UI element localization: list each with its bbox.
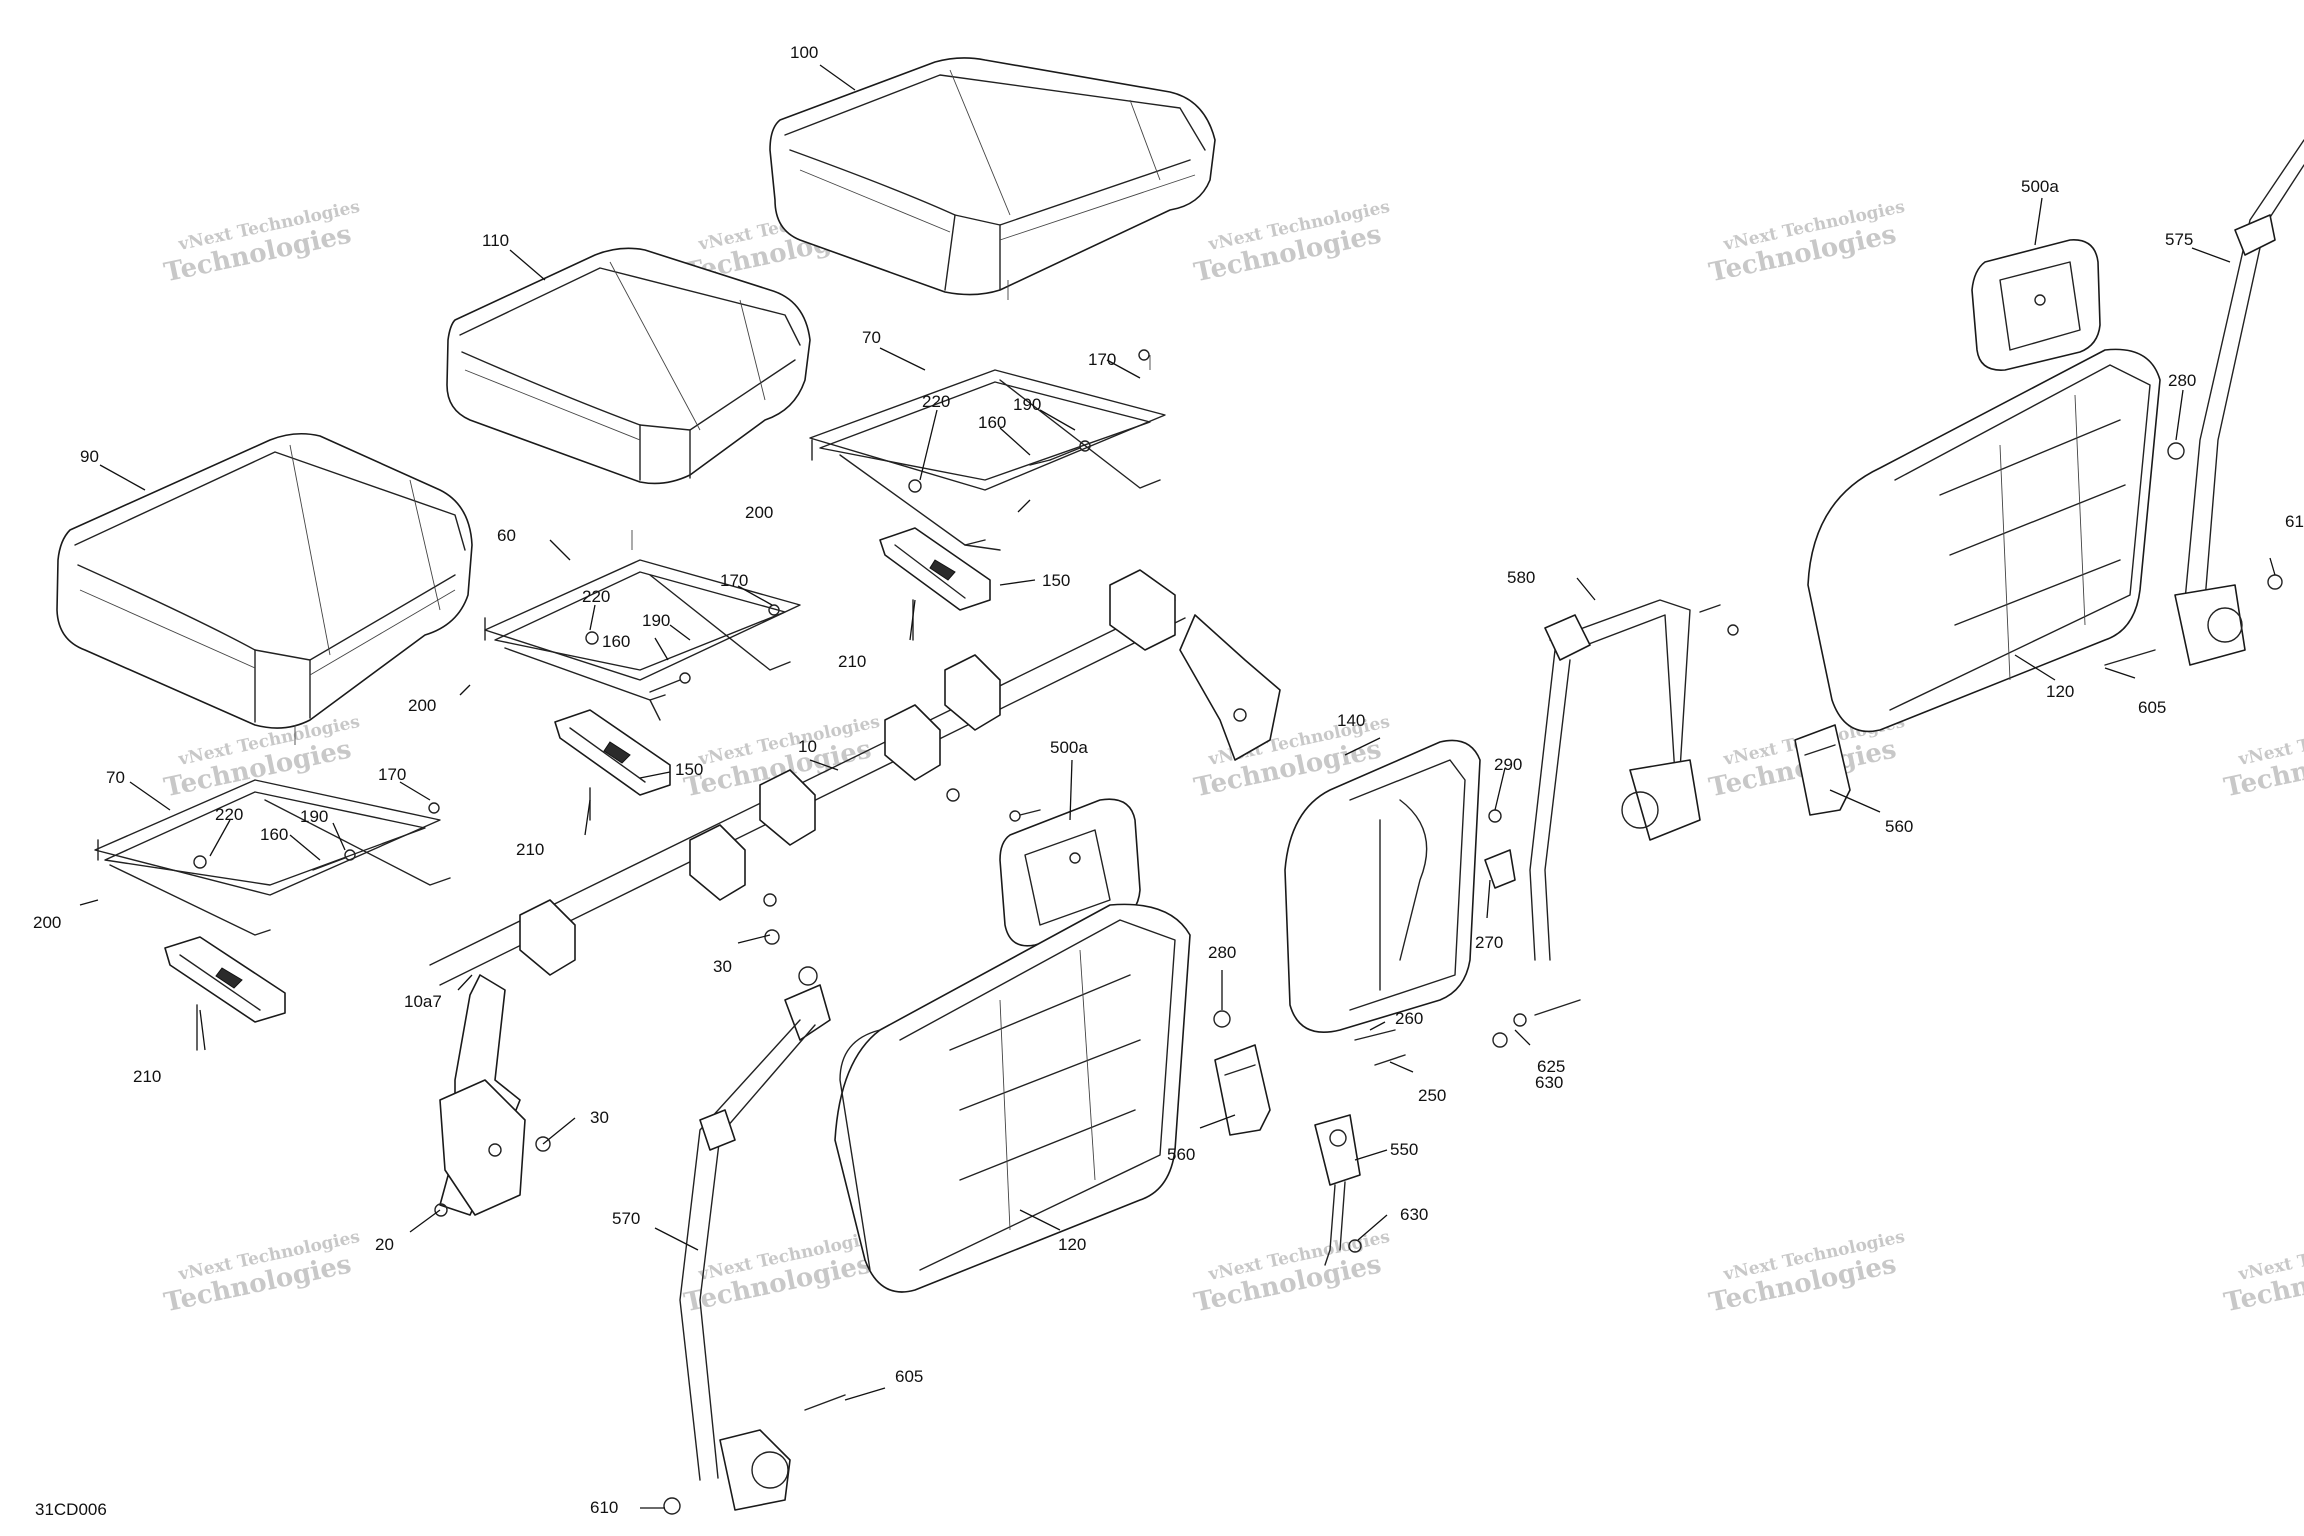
callout-170: 170	[1088, 350, 1116, 369]
callout-160: 160	[602, 632, 630, 651]
callout-630: 630	[1400, 1205, 1428, 1224]
callout-10a7: 10a7	[404, 992, 442, 1011]
callout-60: 60	[497, 526, 516, 545]
drawing-number: 31CD006	[35, 1500, 107, 1519]
callout-150: 150	[1042, 571, 1070, 590]
callout-250: 250	[1418, 1086, 1446, 1105]
callout-30: 30	[713, 957, 732, 976]
callout-200: 200	[33, 913, 61, 932]
callout-280: 280	[2168, 371, 2196, 390]
callout-170: 170	[720, 571, 748, 590]
callout-270: 270	[1475, 933, 1503, 952]
seat-back-120-center	[834, 903, 1191, 1293]
callout-220: 220	[582, 587, 610, 606]
seat-frame-60-middle	[484, 530, 801, 721]
callout-605: 605	[2138, 698, 2166, 717]
callout-70: 70	[106, 768, 125, 787]
callout-210: 210	[838, 652, 866, 671]
seat-slide-150-top	[879, 527, 991, 611]
callout-120: 120	[1058, 1235, 1086, 1254]
seat-slide-150-left	[164, 936, 286, 1023]
leader-lines	[79, 64, 2276, 1509]
trim-cover-560-center	[1214, 1044, 1271, 1136]
callout-550: 550	[1390, 1140, 1418, 1159]
callout-500a: 500a	[1050, 738, 1088, 757]
seat-belt-575	[2174, 139, 2304, 666]
seat-frame-70-top	[809, 280, 1166, 551]
callout-290: 290	[1494, 755, 1522, 774]
callout-200: 200	[408, 696, 436, 715]
callout-100: 100	[790, 43, 818, 62]
seat-belt-570	[679, 984, 831, 1511]
seat-frame-70-left	[94, 725, 451, 936]
misc-hardware	[663, 442, 2283, 1515]
callout-580: 580	[1507, 568, 1535, 587]
callout-625: 625	[1537, 1057, 1565, 1076]
callout-200: 200	[745, 503, 773, 522]
callout-605: 605	[895, 1367, 923, 1386]
callout-61: 61	[2285, 512, 2304, 531]
callout-575: 575	[2165, 230, 2193, 249]
seat-belt-580	[1529, 599, 1701, 961]
callout-190: 190	[642, 611, 670, 630]
callout-560: 560	[1167, 1145, 1195, 1164]
callout-500a: 500a	[2021, 177, 2059, 196]
callout-20: 20	[375, 1235, 394, 1254]
callout-160: 160	[978, 413, 1006, 432]
callout-210: 210	[133, 1067, 161, 1086]
callout-30: 30	[590, 1108, 609, 1127]
callout-190: 190	[300, 807, 328, 826]
callout-610: 610	[590, 1498, 618, 1517]
callout-120: 120	[2046, 682, 2074, 701]
callout-170: 170	[378, 765, 406, 784]
seat-slide-150-middle	[554, 709, 671, 796]
callout-labels: 100 110 90 70 60 70 170 170 170 220 220 …	[33, 43, 2304, 1517]
callout-220: 220	[922, 392, 950, 411]
callout-160: 160	[260, 825, 288, 844]
callout-630: 630	[1535, 1073, 1563, 1092]
callout-110: 110	[482, 231, 509, 250]
callout-190: 190	[1013, 395, 1041, 414]
callout-220: 220	[215, 805, 243, 824]
callout-210: 210	[516, 840, 544, 859]
callout-560: 560	[1885, 817, 1913, 836]
seat-cushion-100	[769, 57, 1216, 296]
seat-cushion-90	[56, 432, 473, 729]
callout-10: 10	[798, 737, 817, 756]
cross-tube-10	[429, 569, 1281, 1216]
callout-90: 90	[80, 447, 99, 466]
seat-back-120-right	[1807, 348, 2161, 733]
callout-150: 150	[675, 760, 703, 779]
callout-570: 570	[612, 1209, 640, 1228]
callout-70: 70	[862, 328, 881, 347]
callout-260: 260	[1395, 1009, 1423, 1028]
callout-280: 280	[1208, 943, 1236, 962]
seat-cushion-110	[446, 247, 811, 485]
buckle-550	[1314, 1114, 1361, 1266]
seat-back-140	[1284, 739, 1481, 1034]
headrest-500a-right	[1971, 239, 2101, 371]
callout-140: 140	[1337, 711, 1365, 730]
